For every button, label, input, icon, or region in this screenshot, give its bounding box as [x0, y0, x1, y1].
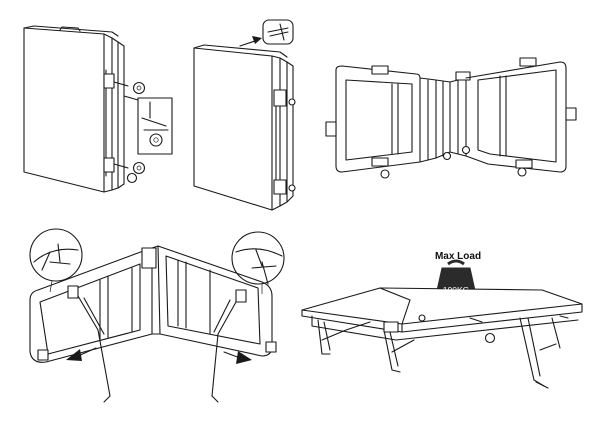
step-2-release-latch — [193, 19, 296, 211]
step-3-unfolded-frame — [325, 57, 577, 179]
step-4-spread-legs — [29, 228, 285, 403]
step-5-assembled-bed — [301, 259, 583, 389]
step-1-folded-case — [23, 25, 173, 193]
max-load-label: Max Load — [435, 251, 481, 262]
right-zoom-inset — [231, 231, 285, 285]
weight-value-label: 100KG — [443, 285, 469, 295]
